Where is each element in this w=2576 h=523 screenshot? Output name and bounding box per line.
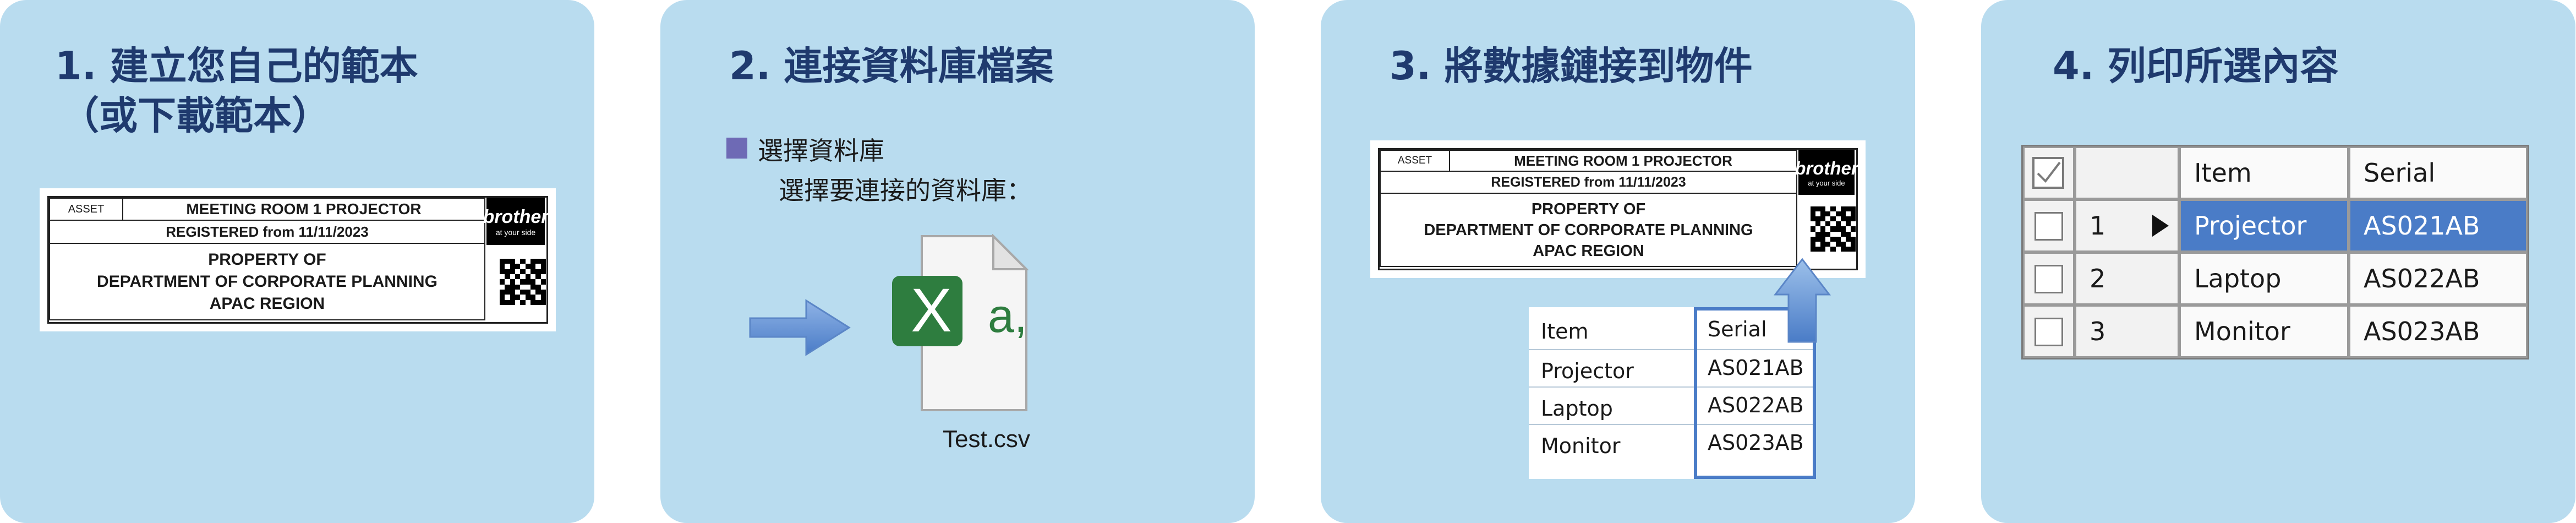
brand-tagline: at your side xyxy=(495,227,536,237)
cell-item: Projector xyxy=(1541,359,1634,383)
row-number: 2 xyxy=(2075,252,2179,305)
cell-serial: AS022AB xyxy=(1708,393,1804,417)
brand-name: brother xyxy=(1795,157,1858,178)
table-row: Projector AS021AB xyxy=(1529,349,1816,388)
label-registered: REGISTERED from 11/11/2023 xyxy=(49,220,485,244)
row-number: 1 xyxy=(2075,199,2179,252)
step-2-title: 2. 連接資料庫檔案 xyxy=(729,43,1054,89)
step-1-title-line2: （或下載範本） xyxy=(61,93,330,138)
connect-db-prompt: 選擇要連接的資料庫： xyxy=(779,176,1032,205)
brand-tagline: at your side xyxy=(1808,178,1845,187)
current-row-pointer-icon xyxy=(2152,215,2169,237)
file-glyph: a, xyxy=(988,290,1027,342)
cell-serial[interactable]: AS022AB xyxy=(2349,252,2528,305)
cell-item[interactable]: Monitor xyxy=(2179,305,2349,358)
row-checkbox[interactable] xyxy=(2023,305,2075,358)
serial-column-highlight xyxy=(1694,307,1816,479)
header-serial: Serial xyxy=(2349,146,2528,199)
label-registered: REGISTERED from 11/11/2023 xyxy=(1380,171,1797,194)
label-template-linked: ASSET MEETING ROOM 1 PROJECTOR REGISTERE… xyxy=(1370,140,1866,278)
label-property-line3: APAC REGION xyxy=(209,294,325,313)
cell-serial[interactable]: AS023AB xyxy=(2349,305,2528,358)
cell-item[interactable]: Laptop xyxy=(2179,252,2349,305)
label-property: PROPERTY OF DEPARTMENT OF CORPORATE PLAN… xyxy=(1380,193,1797,267)
select-all-cell[interactable] xyxy=(2023,146,2075,199)
select-db-label: 選擇資料庫 xyxy=(758,136,884,166)
brother-logo: brother at your side xyxy=(1795,150,1858,195)
checkbox-checked-icon[interactable] xyxy=(2032,157,2064,189)
label-heading: MEETING ROOM 1 PROJECTOR xyxy=(1449,150,1797,172)
step-4-panel: 4. 列印所選內容 Item Serial 1 Projector AS021A… xyxy=(1981,0,2575,523)
label-property: PROPERTY OF DEPARTMENT OF CORPORATE PLAN… xyxy=(49,243,485,320)
qr-code-icon xyxy=(1811,206,1856,252)
label-property-line2: DEPARTMENT OF CORPORATE PLANNING xyxy=(97,272,437,291)
header-item: Item xyxy=(1541,319,1589,344)
cell-item-selected[interactable]: Projector xyxy=(2179,199,2349,252)
print-table: Item Serial 1 Projector AS021AB 2 Laptop… xyxy=(2021,145,2529,359)
cell-item: Monitor xyxy=(1541,434,1621,458)
csv-file-icon xyxy=(892,234,1029,411)
label-property-line1: PROPERTY OF xyxy=(1531,200,1646,218)
row-number: 3 xyxy=(2075,305,2179,358)
bullet-square-icon xyxy=(726,138,747,159)
cell-serial: AS023AB xyxy=(1708,431,1804,455)
up-arrow-icon xyxy=(1773,258,1831,343)
cell-serial: AS021AB xyxy=(1708,356,1804,380)
file-name: Test.csv xyxy=(943,426,1030,453)
brother-logo: brother at your side xyxy=(483,198,549,245)
step-2-panel: 2. 連接資料庫檔案 選擇資料庫 選擇要連接的資料庫： X a, Test.cs… xyxy=(660,0,1255,523)
checkbox-icon[interactable] xyxy=(2034,212,2063,241)
header-serial: Serial xyxy=(1708,317,1767,341)
step-3-title: 3. 將數據鏈接到物件 xyxy=(1390,43,1753,89)
brand-name: brother xyxy=(483,206,549,227)
data-table: Item Serial Projector AS021AB Laptop AS0… xyxy=(1529,307,1816,479)
checkbox-icon[interactable] xyxy=(2034,265,2063,293)
row-checkbox[interactable] xyxy=(2023,199,2075,252)
step-1-title: 1. 建立您自己的範本 （或下載範本） xyxy=(55,41,418,140)
table-row: Monitor AS023AB xyxy=(1529,424,1816,461)
label-property-line2: DEPARTMENT OF CORPORATE PLANNING xyxy=(1424,221,1753,239)
excel-logo-letter: X xyxy=(911,276,952,345)
table-row: Laptop AS022AB xyxy=(1529,386,1816,425)
label-template: ASSET MEETING ROOM 1 PROJECTOR REGISTERE… xyxy=(40,188,556,331)
header-num xyxy=(2075,146,2179,199)
step-3-panel: 3. 將數據鏈接到物件 ASSET MEETING ROOM 1 PROJECT… xyxy=(1321,0,1915,523)
header-item: Item xyxy=(2179,146,2349,199)
cell-item: Laptop xyxy=(1541,396,1613,421)
label-tag: ASSET xyxy=(49,198,123,221)
label-heading: MEETING ROOM 1 PROJECTOR xyxy=(122,198,485,221)
right-arrow-icon xyxy=(749,299,851,356)
step-1-panel: 1. 建立您自己的範本 （或下載範本） ASSET MEETING ROOM 1… xyxy=(0,0,594,523)
label-property-line1: PROPERTY OF xyxy=(208,250,326,269)
qr-code-icon xyxy=(500,259,546,305)
row-checkbox[interactable] xyxy=(2023,252,2075,305)
step-1-title-line1: 1. 建立您自己的範本 xyxy=(55,43,418,89)
label-tag: ASSET xyxy=(1380,150,1450,172)
table-header-row: Item Serial xyxy=(1529,307,1816,350)
label-property-line3: APAC REGION xyxy=(1533,242,1644,260)
checkbox-icon[interactable] xyxy=(2034,318,2063,346)
step-4-title: 4. 列印所選內容 xyxy=(2053,43,2339,89)
cell-serial-selected[interactable]: AS021AB xyxy=(2349,199,2528,252)
